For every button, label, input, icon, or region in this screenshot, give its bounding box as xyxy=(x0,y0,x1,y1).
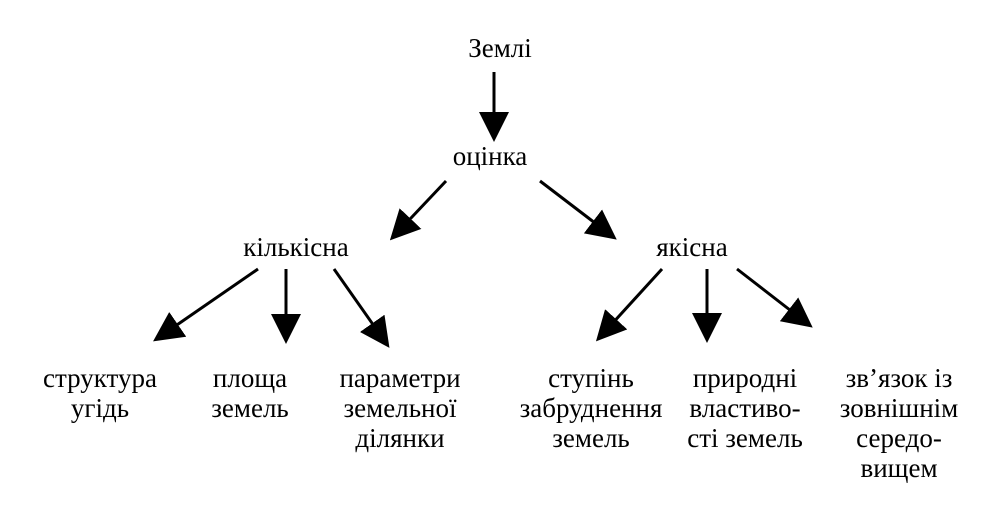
node-natural-properties: природні властиво- сті земель xyxy=(670,363,820,453)
node-evaluation-label: оцінка xyxy=(452,141,528,171)
node-plot-parameters-line-3: ділянки xyxy=(355,423,445,453)
node-natural-properties-line-2: властиво- xyxy=(689,393,801,423)
node-environment-link: зв’язок із зовнішнім середо- вищем xyxy=(824,363,974,483)
arrow-qualitative-to-pollution xyxy=(595,267,664,342)
node-land-structure: структура угідь xyxy=(25,363,175,423)
node-plot-parameters: параметри земельної ділянки xyxy=(320,363,480,453)
arrow-evaluation-to-quantitative xyxy=(389,179,448,241)
node-plot-parameters-line-1: параметри xyxy=(339,363,461,393)
node-environment-link-line-2: зовнішнім xyxy=(839,393,959,423)
node-quantitative-label: кількісна xyxy=(243,232,349,262)
arrow-evaluation-to-qualitative xyxy=(539,179,617,240)
node-root: Землі xyxy=(440,33,560,63)
node-pollution-degree: ступінь забруднення земель xyxy=(506,363,676,453)
node-land-area: площа земель xyxy=(190,363,310,423)
arrow-quantitative-to-parameters xyxy=(332,268,390,348)
node-root-label: Землі xyxy=(468,33,532,63)
node-plot-parameters-line-2: земельної xyxy=(343,393,457,423)
node-quantitative: кількісна xyxy=(226,232,366,262)
node-natural-properties-line-3: сті земель xyxy=(687,423,803,453)
node-pollution-degree-line-1: ступінь xyxy=(548,363,634,393)
node-environment-link-line-4: вищем xyxy=(860,453,938,483)
node-land-structure-line-1: структура xyxy=(43,363,157,393)
node-pollution-degree-line-3: земель xyxy=(552,423,630,453)
node-evaluation: оцінка xyxy=(430,141,550,171)
node-natural-properties-line-1: природні xyxy=(692,363,798,393)
node-pollution-degree-line-2: забруднення xyxy=(519,393,663,423)
node-land-structure-line-2: угідь xyxy=(70,393,130,423)
arrow-quantitative-to-structure xyxy=(153,267,259,342)
node-environment-link-line-1: зв’язок із xyxy=(845,363,953,393)
node-land-area-line-1: площа xyxy=(212,363,288,393)
arrow-qualitative-to-environment xyxy=(736,267,813,328)
node-environment-link-line-3: середо- xyxy=(856,423,942,453)
node-land-area-line-2: земель xyxy=(211,393,289,423)
node-qualitative: якісна xyxy=(632,232,752,262)
node-qualitative-label: якісна xyxy=(656,232,728,262)
